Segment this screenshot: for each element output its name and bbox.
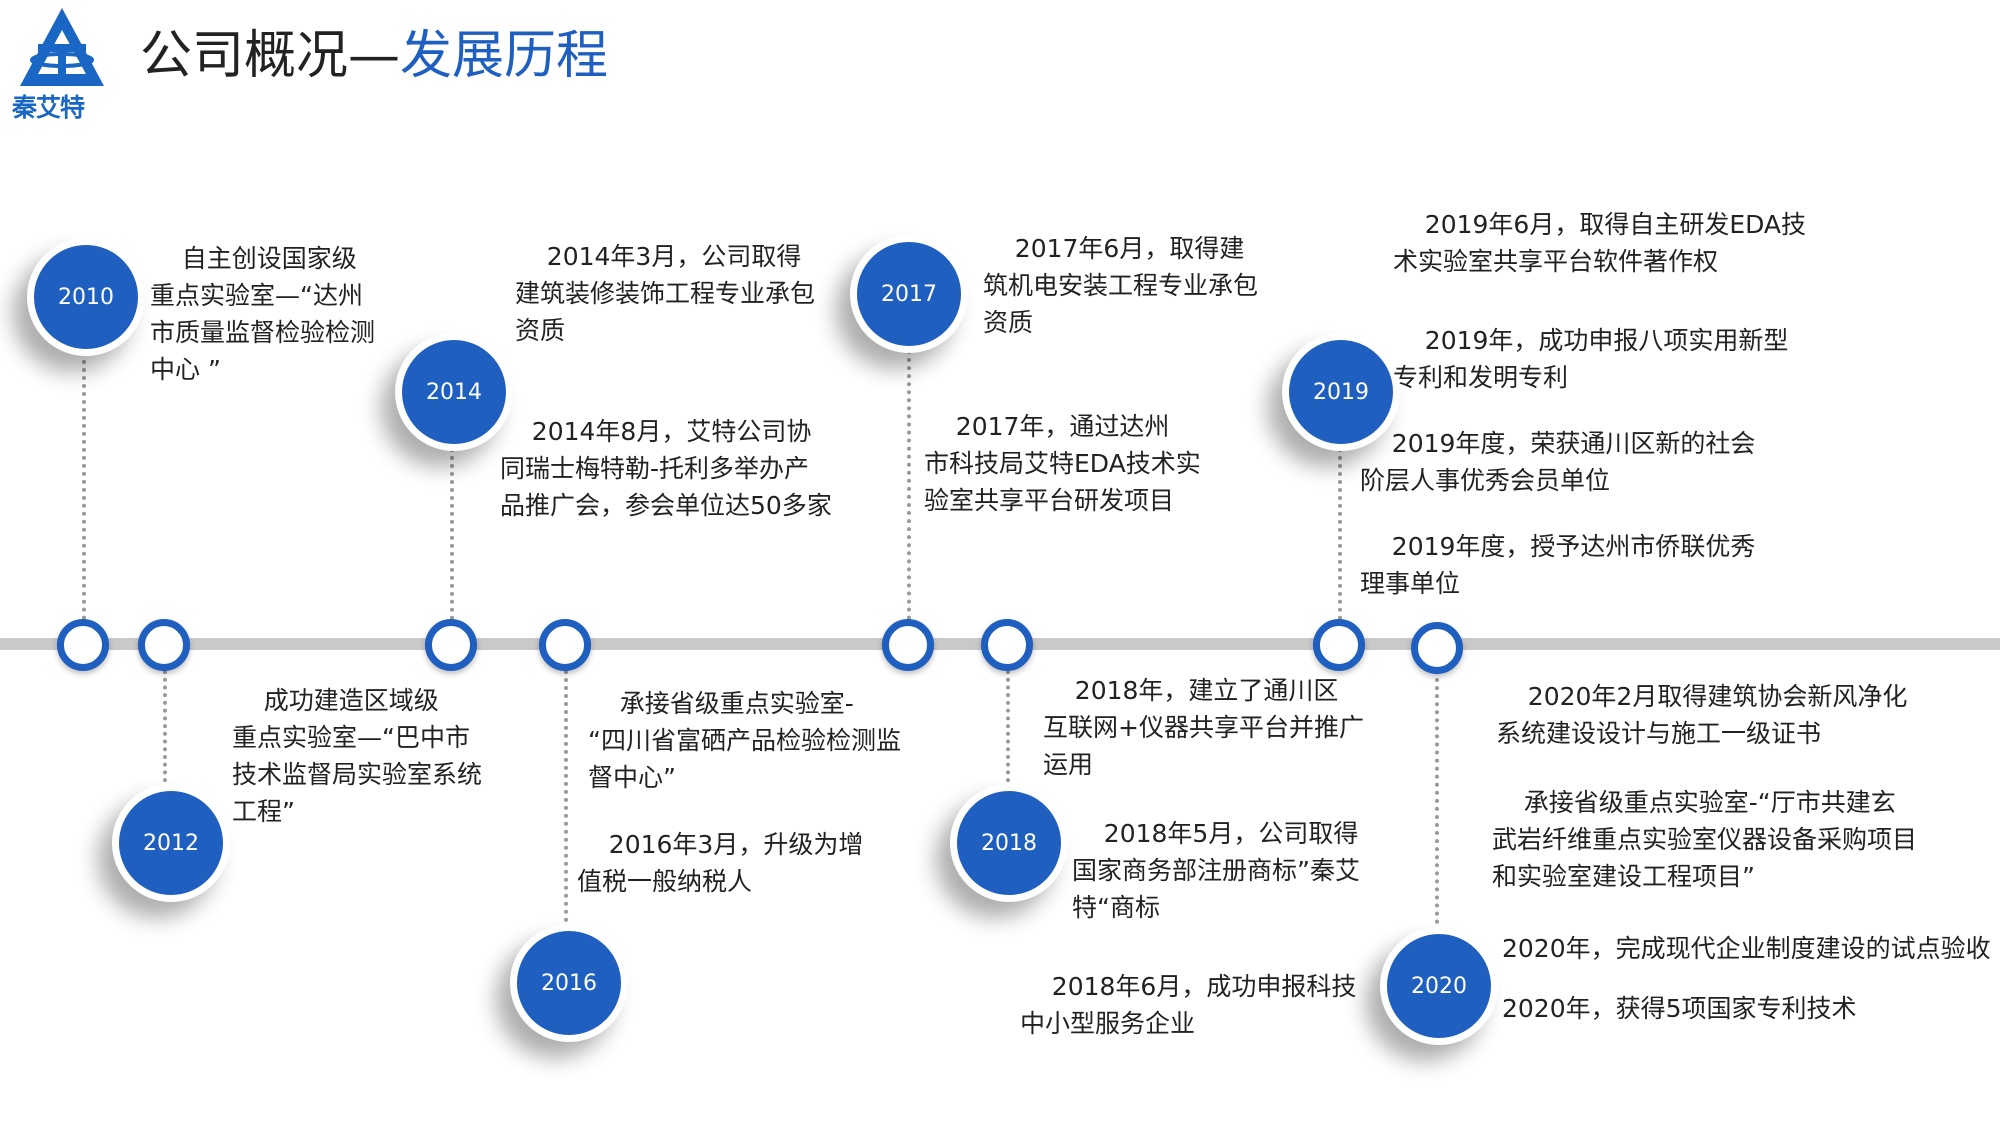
event-2019-title: 2019年度，授予达州市侨联优秀 理事单位: [1360, 532, 1756, 598]
event-2019-patents: 2019年，成功申报八项实用新型 专利和发明专利: [1393, 326, 1789, 392]
year-circle-2016: 2016: [510, 924, 628, 1042]
title-prefix: 公司概况—: [140, 26, 401, 86]
event-2010: 自主创设国家级 重点实验室—“达州 市质量监督检验检测 中心 ”: [150, 244, 376, 384]
page-title: 公司概况—发展历程: [140, 22, 608, 90]
connector-2012: [163, 670, 167, 790]
event-2018: 2018年，建立了通川区 互联网+仪器共享平台并推广 运用: [1043, 676, 1364, 779]
event-2019-june: 2019年6月，取得自主研发EDA技 术实验室共享平台软件著作权: [1393, 210, 1807, 276]
axis-marker-2020: [1411, 622, 1463, 674]
event-2014-august: 2014年8月，艾特公司协 同瑞士梅特勒-托利多举办产 品推广会，参会单位达50…: [500, 417, 832, 520]
event-2020-reform: 2020年，完成现代企业制度建设的试点验收: [1502, 934, 1991, 963]
connector-2016: [564, 670, 568, 930]
axis-marker-2018: [981, 619, 1033, 671]
event-2020-lab: 承接省级重点实验室-“厅市共建玄 武岩纤维重点实验室仪器设备采购项目 和实验室建…: [1492, 788, 1918, 891]
event-2017-june: 2017年6月，取得建 筑机电安装工程专业承包 资质: [983, 234, 1259, 337]
connector-2017: [907, 350, 911, 620]
connector-2014: [450, 448, 454, 620]
year-circle-2018: 2018: [950, 784, 1068, 902]
title-highlight: 发展历程: [400, 26, 609, 86]
year-circle-2010: 2010: [27, 238, 145, 356]
connector-2010: [82, 352, 86, 620]
event-2017: 2017年，通过达州 市科技局艾特EDA技术实 验室共享平台研发项目: [924, 412, 1201, 515]
year-circle-2017: 2017: [850, 235, 968, 353]
axis-marker-2019: [1313, 619, 1365, 671]
company-logo-icon: [20, 8, 104, 86]
axis-marker-2016: [539, 619, 591, 671]
axis-marker-2017: [882, 619, 934, 671]
event-2020-feb: 2020年2月取得建筑协会新风净化 系统建设设计与施工一级证书: [1496, 682, 1908, 748]
event-2016-march: 2016年3月，升级为增 值税一般纳税人: [577, 830, 864, 896]
year-circle-2020: 2020: [1380, 927, 1498, 1045]
event-2018-june: 2018年6月，成功申报科技 中小型服务企业: [1020, 972, 1357, 1038]
connector-2019: [1338, 448, 1342, 620]
logo-text: 秦艾特: [12, 93, 85, 122]
connector-2018: [1006, 670, 1010, 790]
year-circle-2012: 2012: [112, 784, 230, 902]
connector-2020: [1435, 670, 1439, 932]
axis-marker-2010: [57, 619, 109, 671]
axis-marker-2014: [425, 619, 477, 671]
axis-marker-2012: [138, 619, 190, 671]
event-2012: 成功建造区域级 重点实验室—“巴中市 技术监督局实验室系统 工程”: [232, 686, 483, 826]
event-2020-patents: 2020年，获得5项国家专利技术: [1502, 994, 1857, 1023]
event-2018-may: 2018年5月，公司取得 国家商务部注册商标”秦艾 特“商标: [1072, 819, 1360, 922]
event-2014-march: 2014年3月，公司取得 建筑装修装饰工程专业承包 资质: [515, 242, 816, 345]
event-2016-lab: 承接省级重点实验室- “四川省富硒产品检验检测监 督中心”: [588, 689, 901, 792]
event-2019-award: 2019年度，荣获通川区新的社会 阶层人事优秀会员单位: [1360, 429, 1756, 495]
year-circle-2014: 2014: [395, 333, 513, 451]
year-circle-2019: 2019: [1282, 333, 1400, 451]
